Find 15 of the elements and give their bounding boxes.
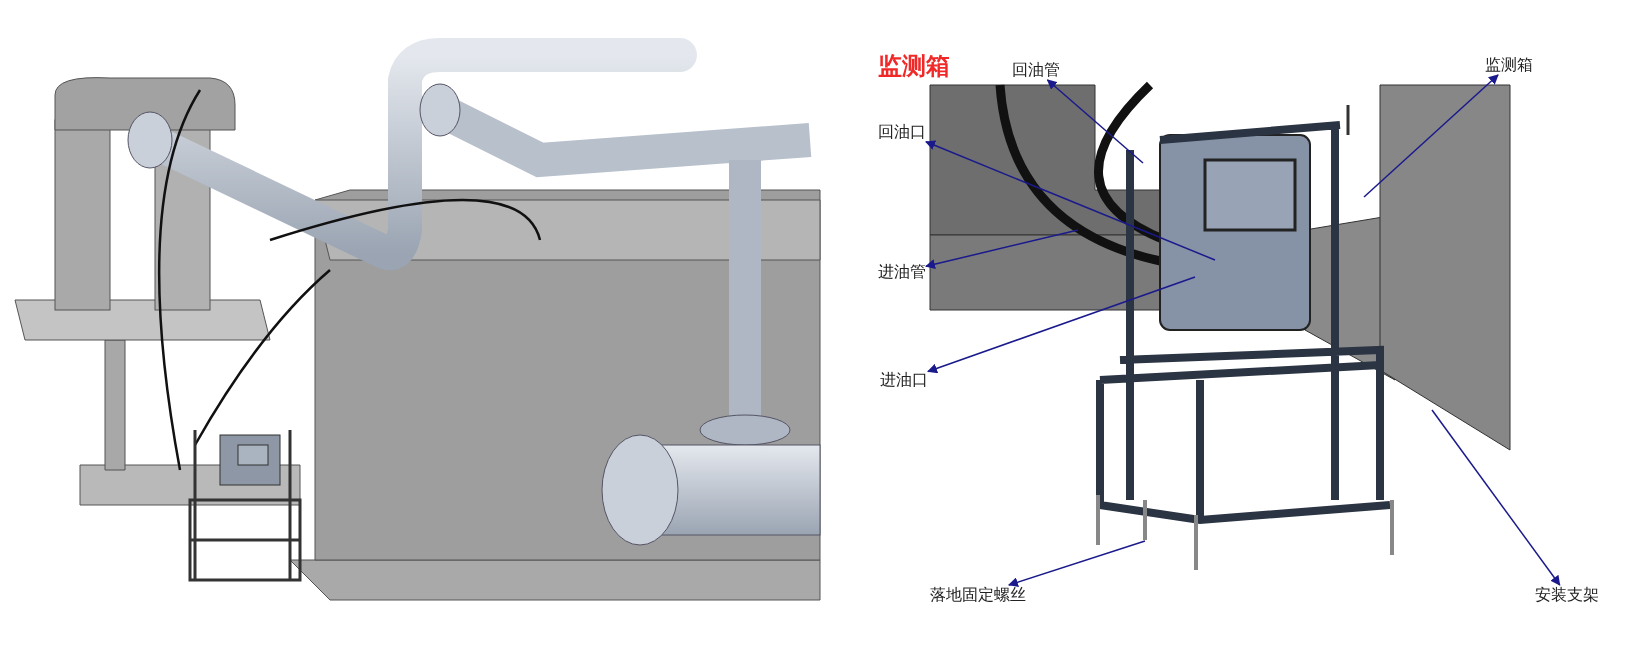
leader-line xyxy=(1007,540,1146,587)
leader-line xyxy=(925,140,1216,261)
callout-label: 监测箱 xyxy=(1485,55,1533,75)
heading: 监测箱 xyxy=(878,52,950,81)
callout-label: 进油管 xyxy=(878,262,926,282)
leader-line xyxy=(1363,74,1499,198)
callout-label: 落地固定螺丝 xyxy=(930,585,1026,605)
callout-label: 回油口 xyxy=(878,122,926,142)
leader-line xyxy=(1046,79,1144,164)
callout-label: 进油口 xyxy=(880,370,928,390)
leader-line xyxy=(1431,409,1561,586)
leader-line xyxy=(925,229,1079,270)
leader-line xyxy=(927,276,1196,374)
callout-label: 安装支架 xyxy=(1535,585,1599,605)
callout-label: 回油管 xyxy=(1012,60,1060,80)
